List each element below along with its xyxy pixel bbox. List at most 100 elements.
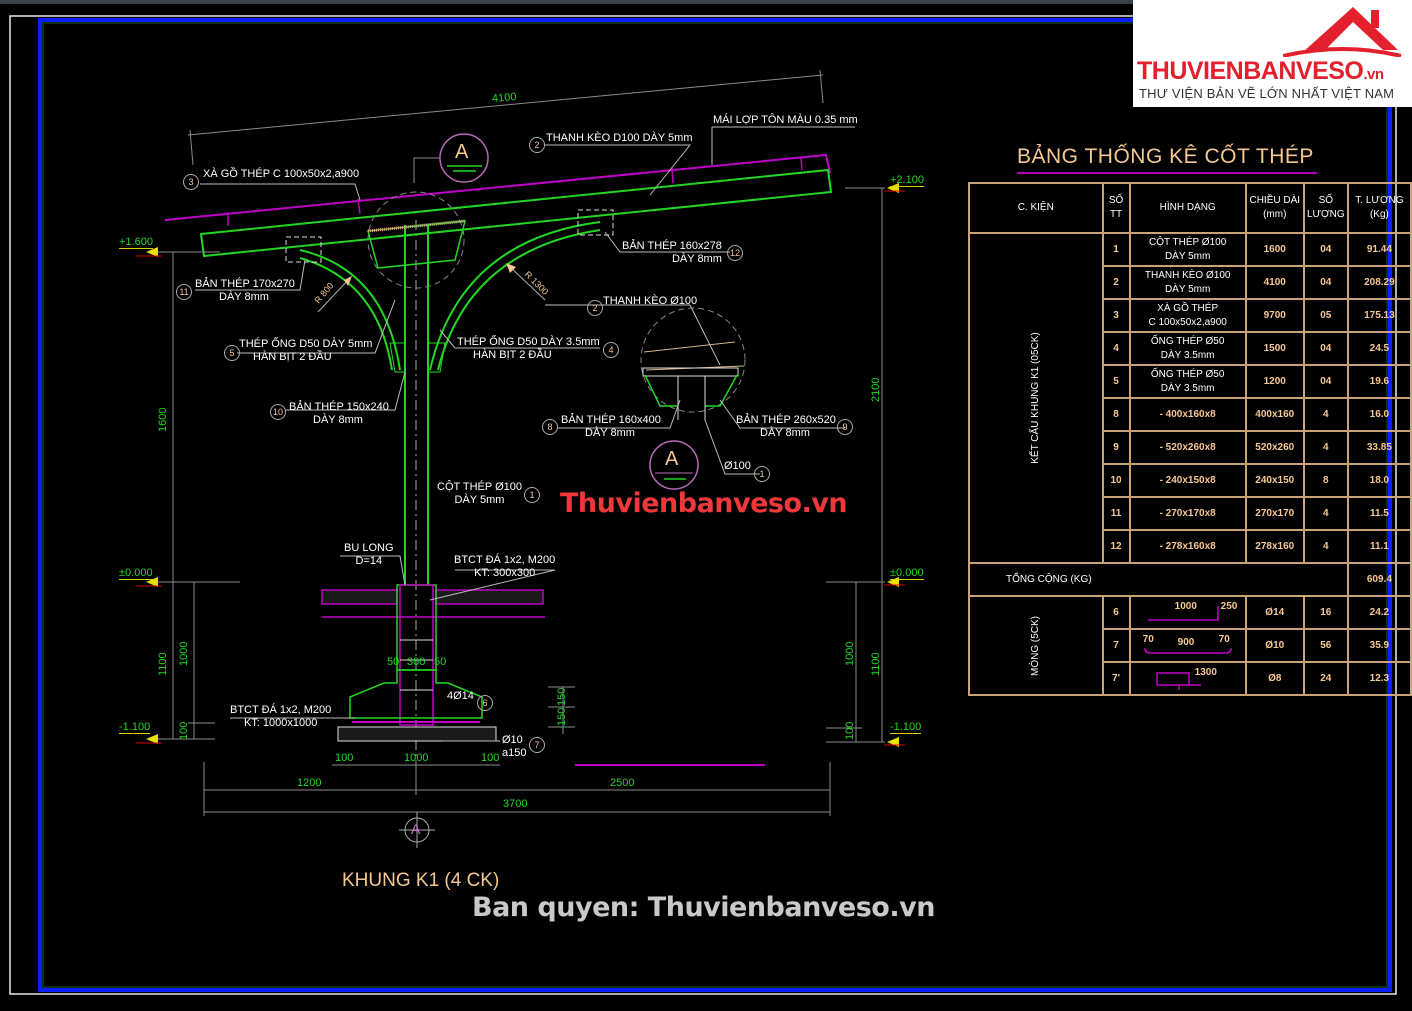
header-t-luong: T. LƯỢNG(Kg) [1346, 182, 1412, 234]
level-base-left: -1.100 [119, 721, 151, 734]
dim-foundation-pad-left: 100 [178, 721, 190, 740]
dim-top-span: 4100 [491, 90, 517, 106]
dim-footing-edge-right: 100 [481, 752, 500, 764]
callout-plate-9-l1: BẢN THÉP 260x520 [736, 414, 836, 426]
cell-shape-l1: XÀ GỒ THÉP [1157, 302, 1219, 314]
cell-weight: 12.3 [1346, 661, 1412, 696]
dim-foundation-pad-right: 100 [844, 721, 856, 740]
callout-pipe-4-l2: HÀN BỊT 2 ĐẦU [473, 349, 552, 361]
dim-pedestal-left: 50 [387, 656, 400, 668]
cell-qty: 4 [1302, 430, 1349, 465]
shape-dim: 1300 [1194, 666, 1217, 678]
cell-shape-l1: - 520x260x8 [1159, 441, 1216, 453]
cell-length: Ø14 [1244, 595, 1305, 630]
cell-length: 400x160 [1244, 397, 1305, 432]
shape-dim: 70 [1142, 633, 1154, 645]
callout-bubble: 6 [477, 695, 493, 711]
callout-footing-concrete-l2: KT: 1000x1000 [243, 717, 318, 729]
cell-tt: 7 [1101, 628, 1131, 663]
callout-footing-concrete-l1: BTCT ĐÁ 1x2, M200 [230, 704, 332, 716]
rafter-beam [199, 168, 833, 258]
cell-length: 520x260 [1244, 430, 1305, 465]
dim-footing-edge-left: 100 [335, 752, 354, 764]
cell-shape-l1: ỐNG THÉP Ø50 [1150, 368, 1225, 380]
callout-plate-12: BẢN THÉP 160x278 DÀY 8mm [622, 240, 722, 266]
header-chieu-dai: CHIỀU DÀI(mm) [1244, 182, 1305, 234]
total-value: 609.4 [1346, 562, 1412, 597]
callout-pipe-4: THÉP ỐNG D50 DÀY 3.5mm HÀN BỊT 2 ĐẦU [457, 336, 600, 362]
cell-shape-l2: DÀY 5mm [1164, 250, 1211, 262]
dim-pedestal-center: 300 [407, 656, 426, 668]
callout-rebar-7-l2: a150 [502, 747, 527, 759]
right-brace-arc [429, 221, 601, 371]
dim-footing-width: 1000 [404, 752, 429, 764]
brand-tagline: THƯ VIỆN BẢN VẼ LỚN NHẤT VIỆT NAM [1139, 86, 1395, 101]
cell-tt: 2 [1101, 265, 1131, 300]
dim-foundation-left: 1100 [157, 652, 169, 676]
cell-length: 1600 [1244, 232, 1305, 267]
cell-qty: 24 [1302, 661, 1349, 696]
dim-line-top [187, 74, 824, 136]
callout-bubble: 5 [224, 345, 240, 361]
drawing-title: KHUNG K1 (4 CK) [342, 870, 500, 891]
callout-plate-9: BẢN THÉP 260x520 DÀY 8mm [736, 414, 836, 440]
cell-qty: 04 [1302, 364, 1349, 399]
level-top-right: +2.100 [890, 174, 924, 187]
table-title: BẢNG THỐNG KÊ CỐT THÉP [1017, 145, 1314, 168]
cell-shape-l1: - 240x150x8 [1159, 474, 1216, 486]
cell-shape-l2: DÀY 5mm [1164, 283, 1211, 295]
callout-plate-11-l2: DÀY 8mm [219, 291, 269, 303]
dim-footing-h2: 150 [556, 707, 568, 726]
callout-plate-10-l2: DÀY 8mm [313, 414, 363, 426]
brand-logo[interactable]: THUVIENBANVESO.vn THƯ VIỆN BẢN VẼ LỚN NH… [1133, 0, 1412, 107]
callout-bubble: 10 [270, 404, 286, 420]
cell-weight: 19.6 [1346, 364, 1412, 399]
left-brace-arc [299, 249, 401, 371]
rebar-shape-icon [1143, 647, 1232, 654]
cell-weight: 11.5 [1346, 496, 1412, 531]
cell-weight: 24.5 [1346, 331, 1412, 366]
brand-name: THUVIENBANVESO.vn [1137, 57, 1384, 86]
cell-length: 4100 [1244, 265, 1305, 300]
cell-qty: 04 [1302, 232, 1349, 267]
callout-rebar-7-l1: Ø10 [502, 734, 523, 746]
callout-bubble: 1 [754, 466, 770, 482]
section-letter-a-bottom: A [411, 821, 421, 837]
cell-length: 9700 [1244, 298, 1305, 333]
watermark-bottom: Ban quyen: Thuvienbanveso.vn [472, 892, 935, 923]
ground-slab-right [435, 589, 544, 605]
callout-bubble: 1 [524, 487, 540, 503]
rebar-shape-icon [1155, 671, 1201, 690]
cell-qty: 05 [1302, 298, 1349, 333]
callout-plate-8-l2: DÀY 8mm [585, 427, 635, 439]
cell-tt: 1 [1101, 232, 1131, 267]
cell-tt: 7' [1101, 661, 1131, 696]
cell-qty: 8 [1302, 463, 1349, 498]
cell-weight: 91.44 [1346, 232, 1412, 267]
lean-concrete [337, 726, 497, 742]
dim-foundation-right-inner: 1000 [844, 641, 856, 666]
house-roof-icon [1283, 7, 1402, 57]
callout-rafter: THANH KÈO D100 DÀY 5mm [546, 132, 693, 144]
callout-rebar-6: 4Ø14 [447, 690, 474, 702]
callout-plate-8: BẢN THÉP 160x400 DÀY 8mm [561, 414, 661, 440]
dim-foundation-right: 1100 [870, 652, 882, 676]
cell-tt: 5 [1101, 364, 1131, 399]
callout-column: CỘT THÉP Ø100 DÀY 5mm [437, 481, 522, 507]
level-ground-left: ±0.000 [119, 567, 153, 580]
header-t-luong-l2: (Kg) [1369, 209, 1389, 220]
cell-tt: 8 [1101, 397, 1131, 432]
